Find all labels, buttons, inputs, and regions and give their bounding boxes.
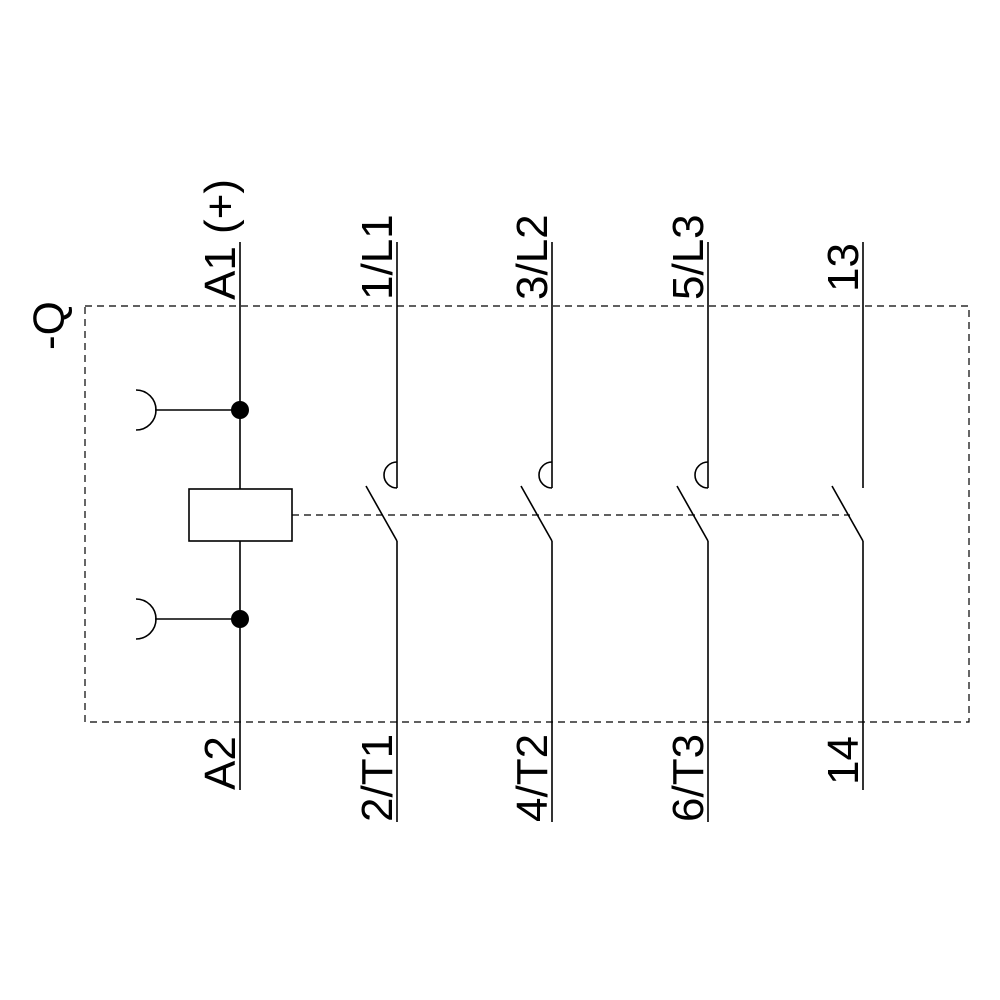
contact-3-bottom-label: 6/T3	[664, 734, 713, 822]
contact-1-top-label: 1/L1	[353, 214, 402, 300]
main-contact-pole-2	[520, 242, 553, 822]
coil-symbol	[188, 488, 293, 542]
coil-terminal-a2-label: A2	[196, 736, 245, 790]
coil-branch	[135, 242, 293, 790]
contact-2-top-label: 3/L2	[508, 214, 557, 300]
plug-socket-a2	[135, 598, 157, 640]
aux-contact-top-label: 13	[819, 243, 868, 292]
device-enclosure	[84, 305, 970, 723]
contact-3-top-label: 5/L3	[664, 214, 713, 300]
plug-socket-a1	[135, 389, 157, 431]
main-contact-pole-1	[365, 242, 398, 822]
contact-1-bottom-label: 2/T1	[353, 734, 402, 822]
device-designation: -Q	[25, 301, 74, 350]
aux-contact-bottom-label: 14	[819, 736, 868, 785]
coil-terminal-a1-label: A1 (+)	[196, 179, 245, 300]
contact-2-bottom-label: 4/T2	[508, 734, 557, 822]
auxiliary-contact	[831, 242, 864, 790]
main-contact-pole-3	[676, 242, 709, 822]
